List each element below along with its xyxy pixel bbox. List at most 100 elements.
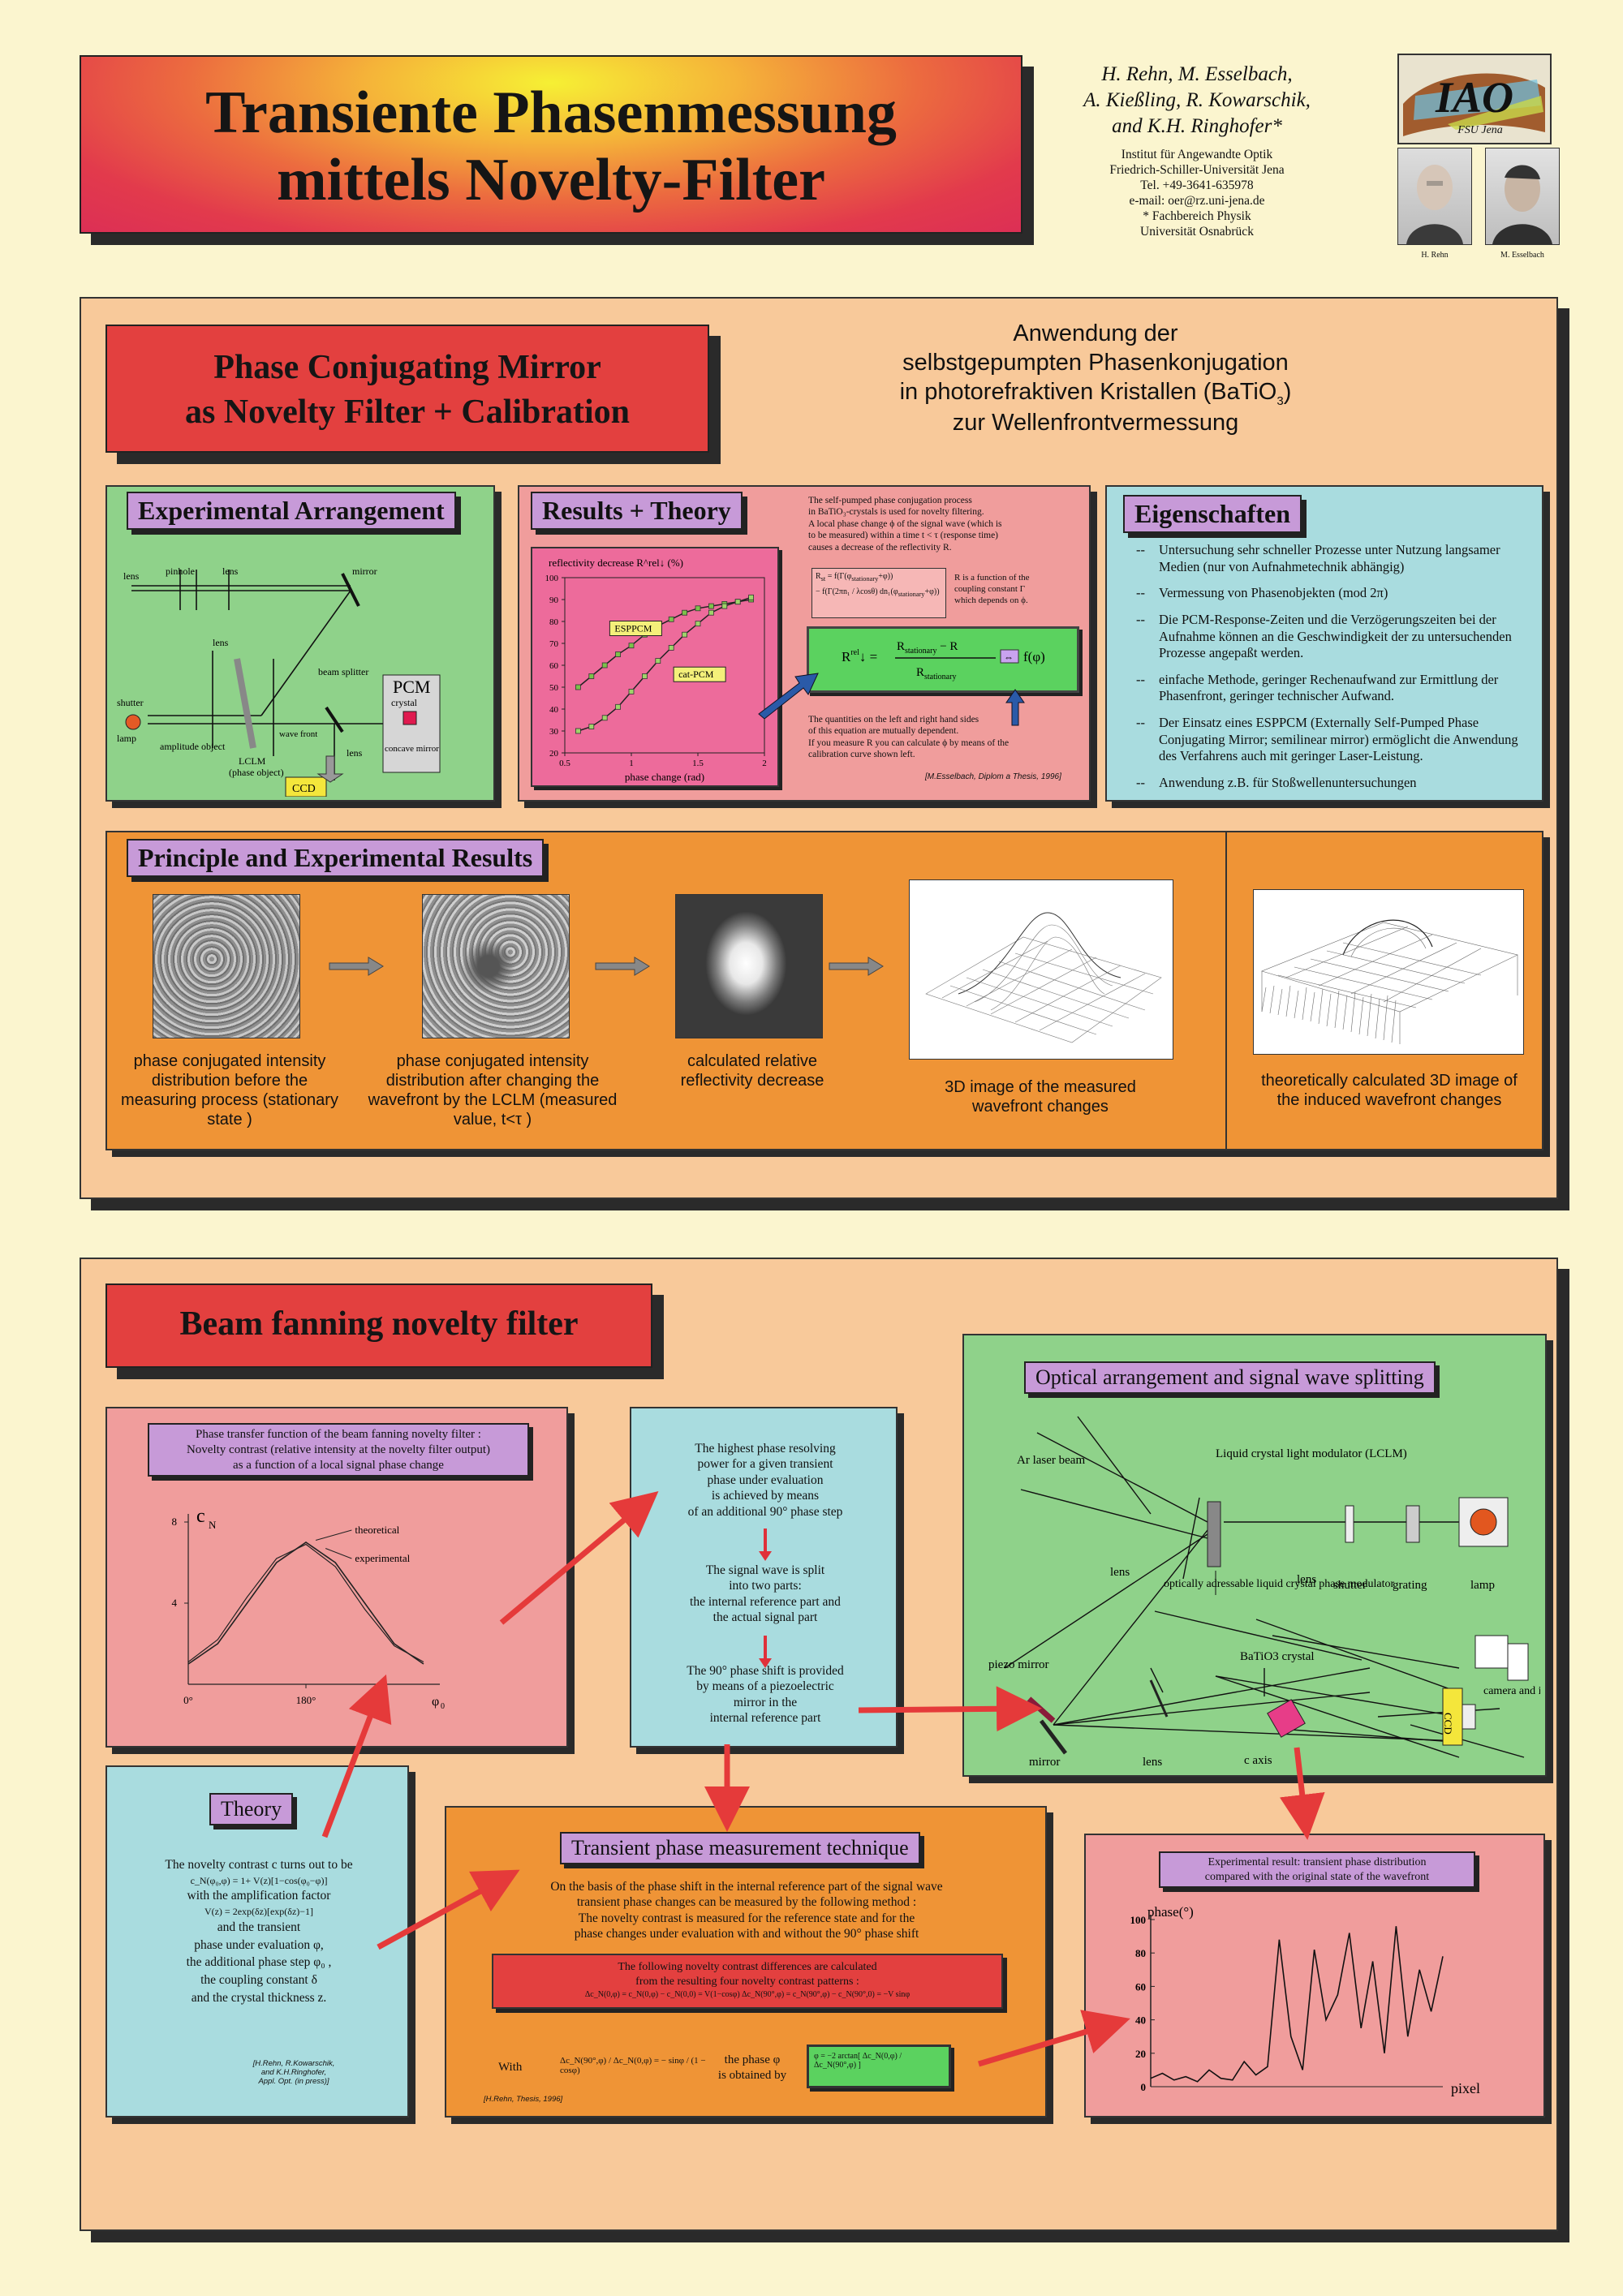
part-pcm: PCM xyxy=(393,677,430,697)
measured-3d-plot xyxy=(909,879,1173,1060)
data-point xyxy=(708,603,714,609)
institute-line: Institut für Angewandte Optik xyxy=(1121,148,1273,161)
theory-line: and the crystal thickness z. xyxy=(191,1990,327,2005)
optical-diagram: Ar laser beam Liquid crystal light modul… xyxy=(988,1416,1540,1769)
pcm-title-box: Phase Conjugating Mirror as Novelty Filt… xyxy=(105,325,709,453)
down-arrow-icon xyxy=(759,1529,772,1561)
part-ccd: CCD xyxy=(1442,1713,1454,1735)
after-line: The quantities on the left and right han… xyxy=(808,715,979,724)
formula-main-box: Rrel↓ = Rstationary − R Rstationary ⇔ f(… xyxy=(807,626,1079,693)
phase-text-line: The 90° phase shift is provided xyxy=(687,1664,844,1678)
arrow-right-icon xyxy=(329,957,384,976)
part-shutter: shutter xyxy=(117,697,144,708)
legend-experimental: experimental xyxy=(355,1552,410,1564)
transient-label: Transient phase measurement technique xyxy=(560,1832,920,1864)
part-piezo-mirror: piezo mirror xyxy=(988,1658,1049,1671)
legend-box xyxy=(609,621,662,636)
speckle-image-changed xyxy=(422,894,570,1038)
part-beam-splitter: beam splitter xyxy=(318,666,368,677)
phase-text-line: is achieved by means xyxy=(711,1489,820,1503)
data-point xyxy=(628,688,635,694)
y-tick-label: 40 xyxy=(1135,2014,1146,2027)
result-header-line: compared with the original state of the … xyxy=(1204,1870,1430,1883)
diff-line: The following novelty contrast differenc… xyxy=(618,1961,877,1973)
after-line: calibration curve shown left. xyxy=(808,750,915,760)
exp-arrangement-label: Experimental Arrangement xyxy=(127,492,456,530)
blue-arrow-up xyxy=(1005,689,1025,726)
arrow-right-icon xyxy=(829,957,884,976)
phase-result-formula-box: φ = −2 arctan[ Δc_N(0,φ) / Δc_N(90°,φ) ] xyxy=(807,2044,951,2088)
part-c-axis: c axis xyxy=(1244,1754,1272,1767)
headline-text: in photorefraktiven Kristallen (BaTiO xyxy=(899,378,1277,405)
results-cite: [M.Esselbach, Diplom a Thesis, 1996] xyxy=(925,772,1061,781)
legend-box xyxy=(673,666,726,682)
data-point xyxy=(601,715,608,721)
y-tick-label: 60 xyxy=(1135,1980,1146,1993)
theory-cite-line: [H.Rehn, R.Kowarschik, xyxy=(252,2059,335,2068)
x-axis-label: φ xyxy=(432,1695,439,1709)
phase-result-formula: φ = −2 arctan[ Δc_N(0,φ) / Δc_N(90°,φ) ] xyxy=(814,2052,902,2070)
results-theory-panel: Results + Theory reflectivity decrease R… xyxy=(518,485,1091,802)
property-item: Untersuchung sehr schneller Prozesse unt… xyxy=(1136,542,1526,575)
series-line xyxy=(187,1543,424,1663)
part-wave-front: wave front xyxy=(279,729,317,739)
principle-label: Principle and Experimental Results xyxy=(127,839,545,877)
theory-line: and the transient xyxy=(217,1920,301,1934)
theory-line: The novelty contrast c turns out to be xyxy=(165,1858,353,1872)
authors: H. Rehn, M. Esselbach, A. Kießling, R. K… xyxy=(1063,62,1331,140)
part-ccd: CCD xyxy=(292,783,316,795)
y-tick-label: 40 xyxy=(549,705,559,715)
y-tick-label: 90 xyxy=(549,595,559,605)
theory-line: with the amplification factor xyxy=(187,1889,331,1903)
transient-panel: Transient phase measurement technique On… xyxy=(445,1806,1047,2118)
y-axis-label-sub: N xyxy=(209,1519,217,1531)
iao-logo: IAO FSU Jena xyxy=(1397,54,1552,144)
headline-line: zur Wellenfrontvermessung xyxy=(952,410,1239,436)
x-axis-label: phase change (rad) xyxy=(625,771,704,783)
chart-title: reflectivity decrease R^rel↓ (%) xyxy=(549,557,683,569)
part-lens: lens xyxy=(213,637,229,648)
theory-line: the additional phase step φ₀ , xyxy=(186,1955,332,1970)
part-mirror: mirror xyxy=(1029,1756,1060,1769)
phase-text-line: of an additional 90° phase step xyxy=(687,1504,843,1519)
data-point xyxy=(655,658,661,664)
series-line xyxy=(187,1541,424,1665)
exp-arrangement-diagram: lens pinhole lens mirror lens beam split… xyxy=(117,565,441,797)
beam-fanning-title: Beam fanning novelty filter xyxy=(179,1305,579,1343)
portrait-caption-right: M. Esselbach xyxy=(1500,251,1544,260)
legend-leader xyxy=(315,1529,352,1541)
data-point xyxy=(601,662,608,669)
part-lens: lens xyxy=(1110,1566,1130,1579)
transfer-function-panel: Phase transfer function of the beam fann… xyxy=(105,1407,568,1748)
intro-line: The self-pumped phase conjugation proces… xyxy=(808,496,972,505)
arrow-right-icon xyxy=(595,957,650,976)
y-tick-label: 50 xyxy=(549,683,559,693)
intro-line: causes a decrease of the reflectivity R. xyxy=(808,542,952,553)
diff-line: from the resulting four novelty contrast… xyxy=(635,1976,859,1989)
legend-leader xyxy=(325,1548,352,1559)
formula-note: R is a function of the coupling constant… xyxy=(954,573,1076,606)
data-point xyxy=(615,703,621,710)
y-tick-label: 100 xyxy=(1130,1914,1147,1926)
reflectivity-chart: reflectivity decrease R^rel↓ (%)20304050… xyxy=(545,557,767,783)
transfer-header-line: as a function of a local signal phase ch… xyxy=(233,1458,444,1472)
data-point xyxy=(588,724,595,730)
phase-text-line: into two parts: xyxy=(729,1579,802,1593)
caption-changed: phase conjugated intensity distribution … xyxy=(368,1052,618,1129)
results-intro: The self-pumped phase conjugation proces… xyxy=(808,495,1076,553)
x-tick-label: 0.5 xyxy=(559,759,570,768)
after-line: If you measure R you can calculate ϕ by … xyxy=(808,737,1010,748)
transient-cite: [H.Rehn, Thesis, 1996] xyxy=(484,2095,563,2104)
transient-line: The novelty contrast is measured for the… xyxy=(578,1911,915,1925)
data-point xyxy=(615,651,621,657)
theory-line: phase under evaluation φ, xyxy=(194,1937,324,1952)
logo-text: IAO xyxy=(1435,73,1513,122)
transfer-header: Phase transfer function of the beam fann… xyxy=(148,1423,529,1477)
principle-divider xyxy=(1225,832,1227,1149)
logo-subtext: FSU Jena xyxy=(1457,124,1503,136)
theory-line: the coupling constant δ xyxy=(200,1973,317,1988)
data-point xyxy=(682,631,688,638)
headline-close: ) xyxy=(1283,378,1292,405)
eigenschaften-label: Eigenschaften xyxy=(1123,495,1302,533)
